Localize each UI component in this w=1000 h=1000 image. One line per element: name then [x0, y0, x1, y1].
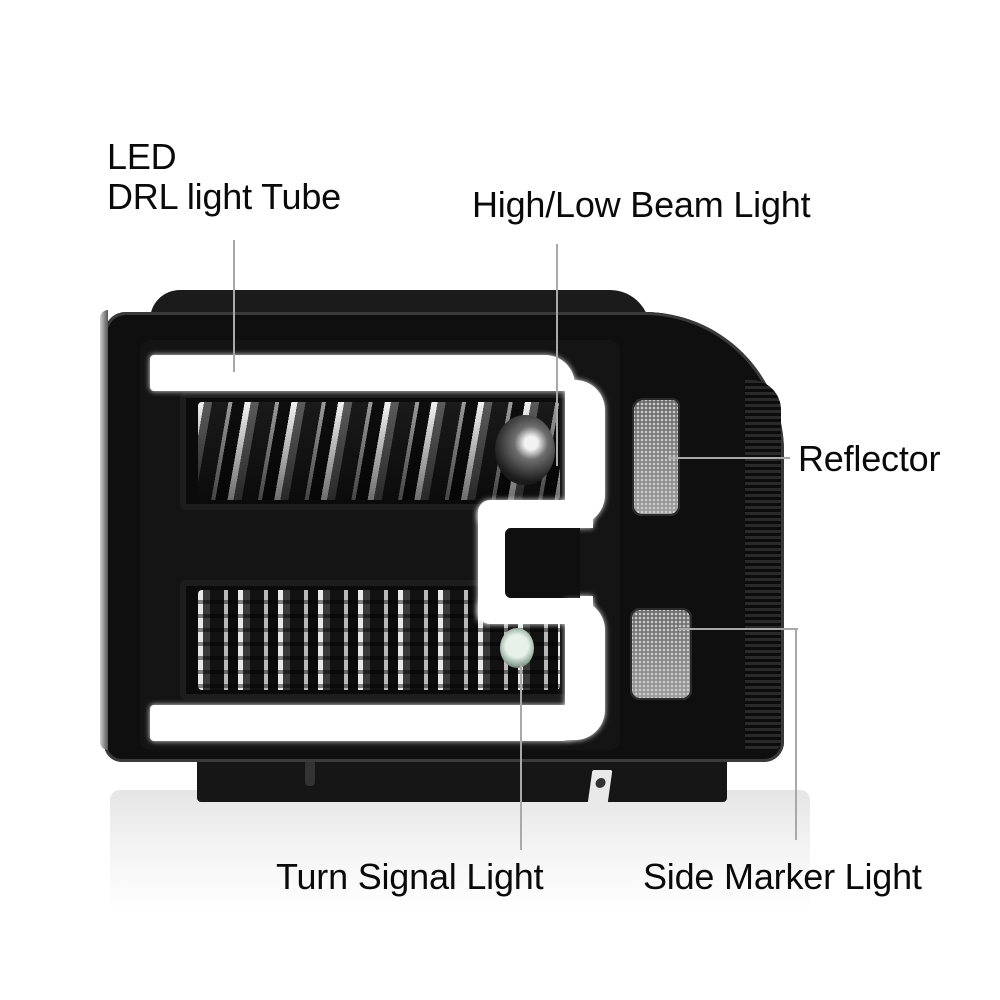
drl-label-line-2: DRL light Tube — [107, 176, 341, 217]
drl-label-line-1: LED — [107, 136, 177, 177]
side-marker-leader-horizontal — [678, 628, 798, 630]
mounting-base — [197, 758, 727, 802]
turn-signal-bulb — [500, 628, 534, 668]
turn-signal-label: Turn Signal Light — [276, 856, 544, 897]
mounting-clip — [305, 760, 315, 786]
side-marker-label: Side Marker Light — [643, 856, 922, 897]
drl-tube-top — [150, 355, 575, 391]
high-low-beam-leader-line — [556, 244, 558, 466]
side-marker-lens — [630, 608, 692, 700]
turn-signal-leader-line — [520, 662, 522, 850]
floor-reflection — [110, 790, 810, 910]
drl-leader-line — [233, 240, 235, 372]
clear-lens-edge — [100, 310, 108, 750]
drl-tube-notch — [505, 528, 580, 598]
reflector-leader-line — [668, 457, 790, 459]
high-low-beam-label: High/Low Beam Light — [472, 184, 811, 225]
side-marker-leader-vertical — [795, 628, 797, 840]
high-beam-bulb — [495, 415, 555, 485]
housing-ribbed-rim — [745, 380, 781, 750]
drl-tube-bottom — [150, 705, 590, 741]
drl-label: LED DRL light Tube — [107, 137, 341, 217]
reflector-label: Reflector — [798, 438, 941, 479]
